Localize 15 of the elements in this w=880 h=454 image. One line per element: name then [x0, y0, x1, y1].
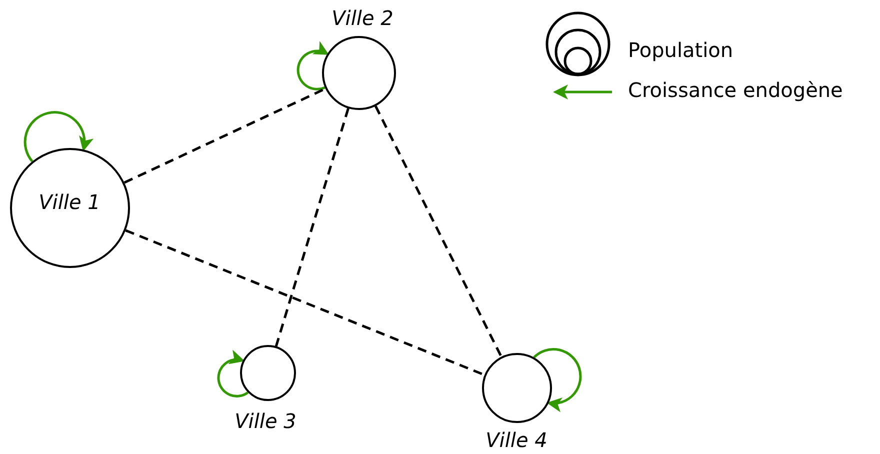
connector-line — [274, 108, 350, 347]
city-label: Ville 4 — [486, 430, 548, 450]
loop-arrow — [24, 111, 94, 162]
city-label: Ville 1 — [38, 192, 100, 212]
connector-line — [124, 88, 326, 184]
legend-label: Croissance endogène — [628, 80, 843, 100]
city-circle — [10, 148, 130, 268]
legend-label: Population — [628, 40, 734, 60]
loop-arrow — [217, 350, 249, 398]
loop-arrow — [296, 41, 330, 90]
connector-line — [125, 229, 485, 376]
city-label: Ville 2 — [332, 8, 394, 28]
connector-line — [374, 106, 502, 358]
loop-arrow — [533, 348, 582, 412]
city-label: Ville 3 — [234, 410, 296, 430]
